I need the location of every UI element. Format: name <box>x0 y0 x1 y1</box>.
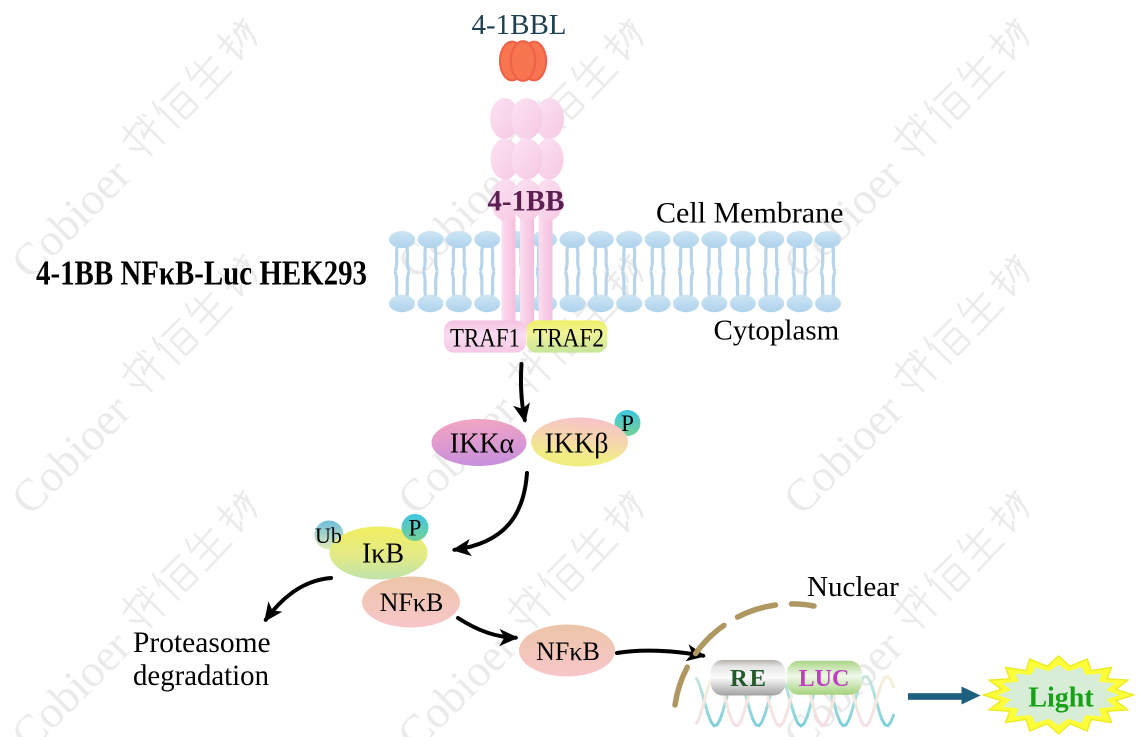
svg-text:IKKβ: IKKβ <box>544 429 608 460</box>
svg-text:TRAF1: TRAF1 <box>450 324 520 353</box>
svg-text:NFκB: NFκB <box>536 637 600 666</box>
svg-text:Proteasome: Proteasome <box>133 627 271 659</box>
svg-text:Light: Light <box>1028 683 1094 714</box>
svg-text:RE: RE <box>730 665 768 692</box>
svg-text:Cell Membrane: Cell Membrane <box>656 197 843 230</box>
svg-text:P: P <box>621 411 634 436</box>
svg-text:IκB: IκB <box>362 539 404 570</box>
svg-text:Nuclear: Nuclear <box>807 571 899 603</box>
svg-text:Cytoplasm: Cytoplasm <box>714 315 840 347</box>
svg-text:IKKα: IKKα <box>450 429 515 460</box>
svg-text:NFκB: NFκB <box>380 588 444 617</box>
svg-text:TRAF2: TRAF2 <box>533 324 604 353</box>
svg-text:P: P <box>409 516 422 541</box>
svg-text:4-1BB NFκB-Luc HEK293: 4-1BB NFκB-Luc HEK293 <box>36 254 367 293</box>
svg-text:LUC: LUC <box>799 666 850 692</box>
svg-text:4-1BB: 4-1BB <box>488 185 565 218</box>
svg-text:degradation: degradation <box>133 660 269 692</box>
svg-text:4-1BBL: 4-1BBL <box>471 9 566 41</box>
svg-text:Ub: Ub <box>315 523 342 548</box>
